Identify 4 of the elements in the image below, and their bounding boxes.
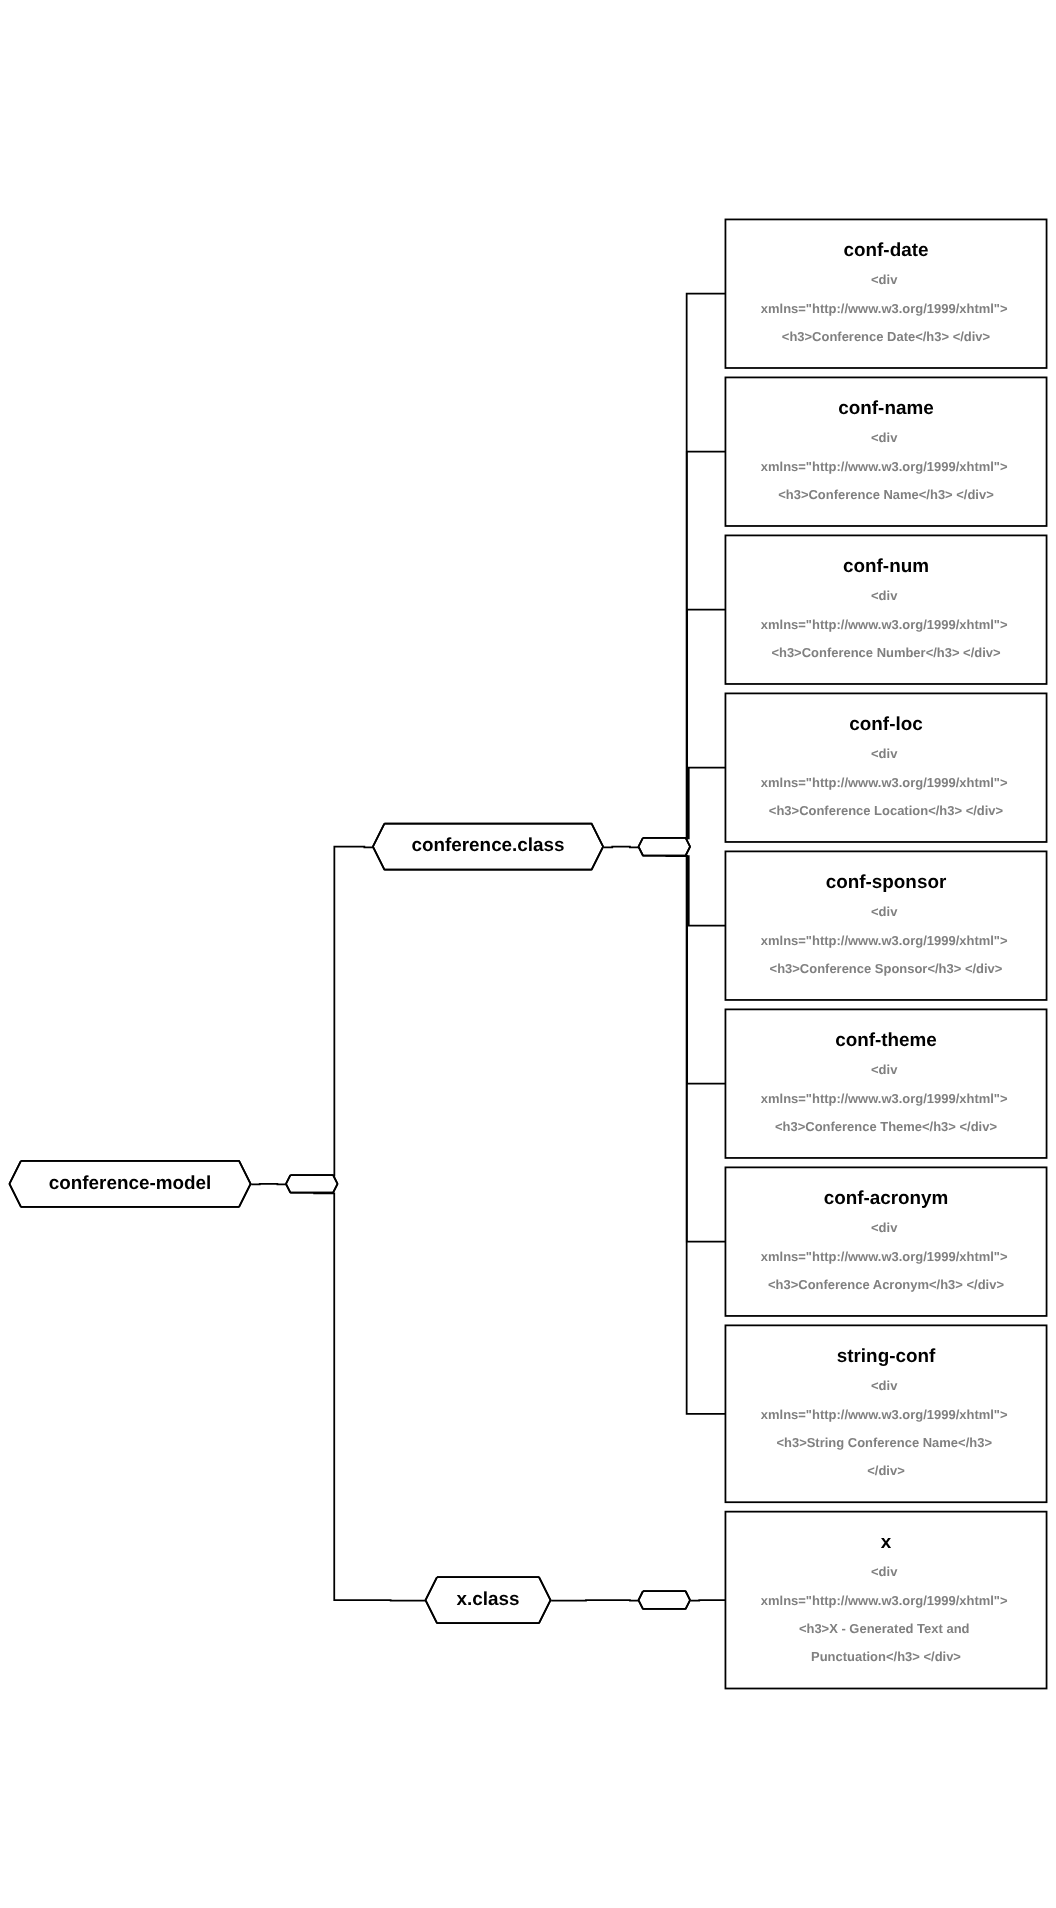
- connector: [550, 1599, 640, 1602]
- connector: [602, 845, 640, 849]
- connector: [250, 1183, 288, 1186]
- connector: [689, 1599, 727, 1602]
